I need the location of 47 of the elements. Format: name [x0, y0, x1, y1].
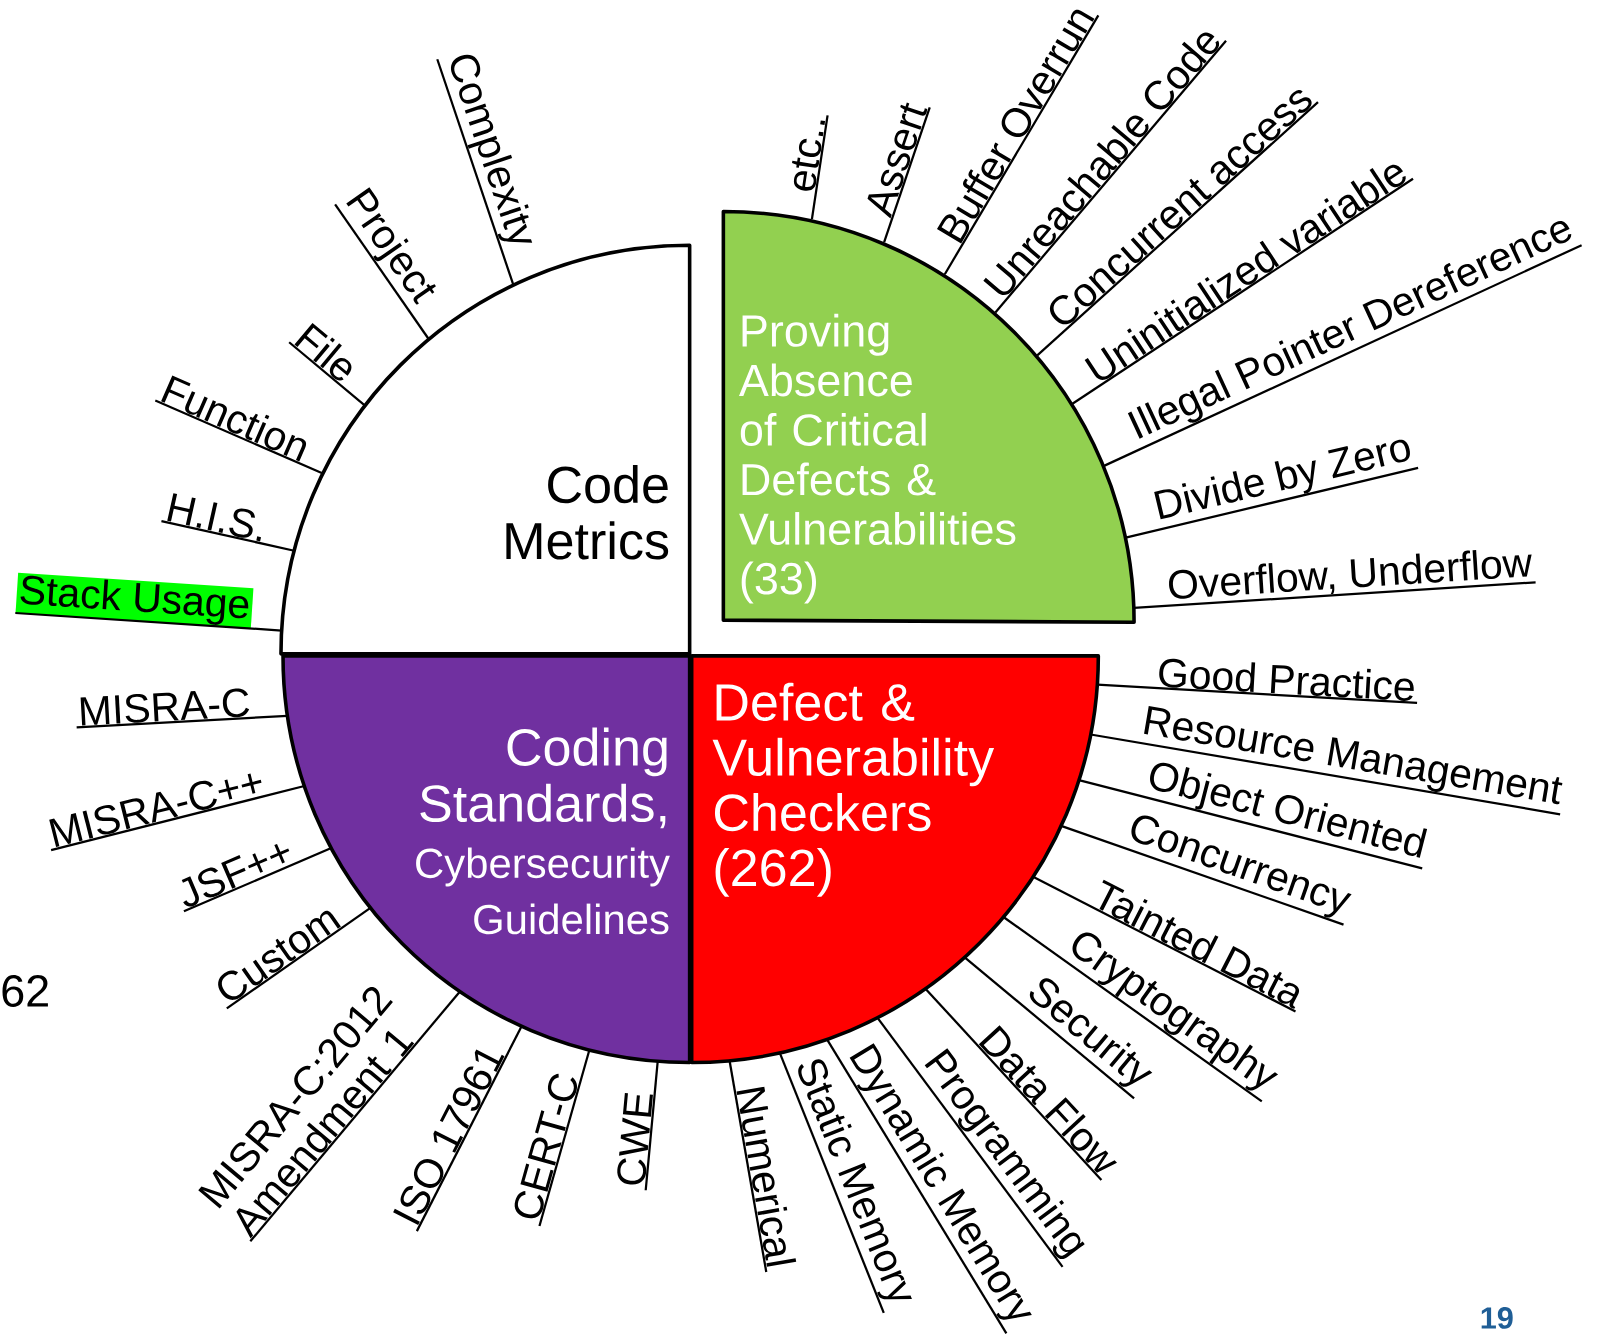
leader-line	[436, 58, 515, 286]
leader-line	[161, 519, 295, 552]
leader-line	[1133, 581, 1536, 609]
category-label: CERT-C	[514, 1073, 578, 1219]
category-label: H.I.S.	[167, 493, 261, 542]
leader-line	[334, 203, 430, 340]
leader-line	[154, 399, 324, 475]
leader-line	[1071, 177, 1414, 405]
leader-line	[728, 1060, 768, 1272]
leader-line	[1090, 733, 1561, 816]
leader-line	[538, 1049, 591, 1227]
category-label: MISRA-C	[80, 688, 250, 726]
leader-line	[415, 1025, 523, 1232]
category-label: Good Practice	[1159, 658, 1414, 701]
category-label: CWE	[617, 1092, 653, 1185]
side-number: 62	[2, 974, 48, 1007]
leader-line	[76, 714, 288, 729]
leader-line	[644, 1060, 659, 1191]
leader-line	[883, 106, 931, 243]
leader-line	[1103, 243, 1583, 467]
leader-line	[994, 39, 1227, 313]
leader-line	[963, 956, 1135, 1099]
leader-line	[1078, 778, 1423, 870]
category-label: etc..	[792, 120, 826, 191]
leader-line	[1097, 683, 1418, 704]
category-label: Overflow, Underflow	[1169, 549, 1532, 599]
leader-line	[226, 906, 372, 1010]
category-label: Stack Usage	[15, 572, 254, 629]
page-number: 19	[1481, 1306, 1513, 1329]
leader-line	[943, 14, 1100, 275]
leader-line	[924, 987, 1103, 1181]
leader-line	[778, 1052, 885, 1314]
leader-line	[249, 990, 461, 1242]
leader-line	[1125, 466, 1419, 539]
leader-line	[810, 115, 829, 220]
leader-line	[1002, 915, 1263, 1103]
leader-line	[183, 846, 332, 913]
leader-line	[1032, 875, 1297, 1013]
leader-line	[50, 784, 305, 851]
leader-line	[1036, 101, 1319, 356]
leader-line	[15, 611, 282, 632]
leader-line	[876, 1016, 1064, 1268]
leader-line	[826, 1038, 1008, 1334]
leader-line	[1060, 824, 1344, 926]
category-label: Divide by Zero	[1154, 439, 1410, 520]
leader-line	[288, 341, 366, 407]
category-label: Numerical	[736, 1086, 797, 1267]
